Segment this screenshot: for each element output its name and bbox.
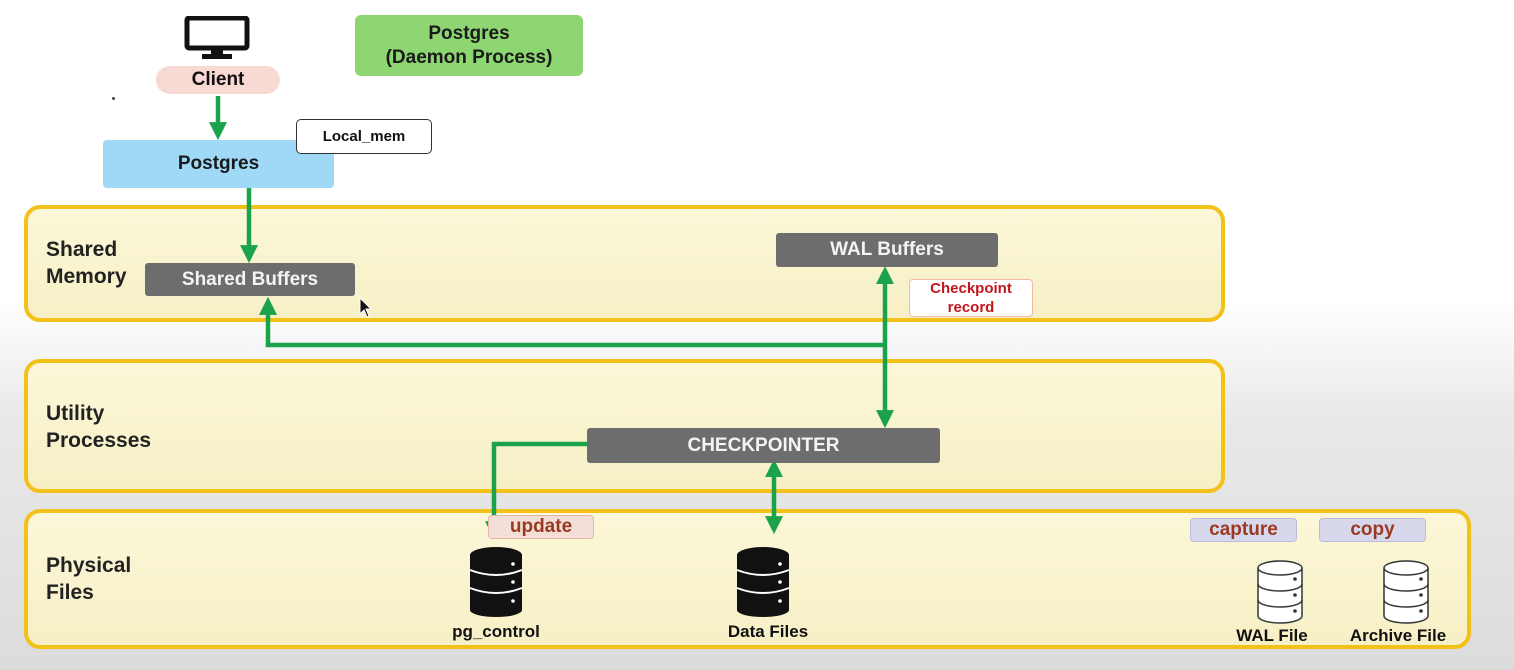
checkpoint-record-tag: Checkpoint record	[909, 279, 1033, 317]
monitor-icon	[184, 15, 250, 65]
client-label: Client	[191, 69, 245, 90]
pg-control-label: pg_control	[452, 622, 540, 641]
checkpointer-box: CHECKPOINTER	[587, 428, 940, 463]
postgres-backend-box: Postgres	[103, 140, 334, 188]
utility-processes-label: Utility Processes	[46, 402, 152, 452]
archive-file-label: Archive File	[1349, 626, 1447, 645]
data-files-label: Data Files	[727, 622, 809, 641]
local-mem-label: Local_mem	[322, 128, 406, 145]
shared-buffers-box: Shared Buffers	[145, 263, 355, 296]
database-outline-icon	[1382, 560, 1430, 629]
checkpoint-record-label: Checkpoint record	[930, 280, 1012, 316]
postgres-backend-label: Postgres	[177, 153, 260, 174]
database-icon	[736, 546, 790, 623]
update-tag: update	[488, 515, 594, 539]
capture-tag: capture	[1190, 518, 1297, 542]
daemon-title: Postgres	[428, 22, 510, 44]
utility-processes-band	[24, 359, 1225, 493]
database-outline-icon	[1256, 560, 1304, 629]
physical-files-label: Physical Files	[46, 554, 132, 604]
arrow-to-pg-control	[485, 441, 588, 540]
small-dot	[112, 97, 115, 100]
wal-buffers-box: WAL Buffers	[776, 233, 998, 267]
database-icon	[469, 546, 523, 623]
arrow-to-shared-buffers	[259, 296, 885, 348]
daemon-process-box: Postgres (Daemon Process)	[355, 15, 583, 76]
copy-tag: copy	[1319, 518, 1426, 542]
wal-file-label: WAL File	[1236, 626, 1308, 645]
shared-memory-label: Shared Memory	[46, 238, 127, 288]
client-badge: Client	[156, 66, 280, 94]
local-mem-box: Local_mem	[296, 119, 432, 154]
daemon-subtitle: (Daemon Process)	[385, 46, 553, 68]
mouse-cursor-icon	[359, 296, 373, 324]
